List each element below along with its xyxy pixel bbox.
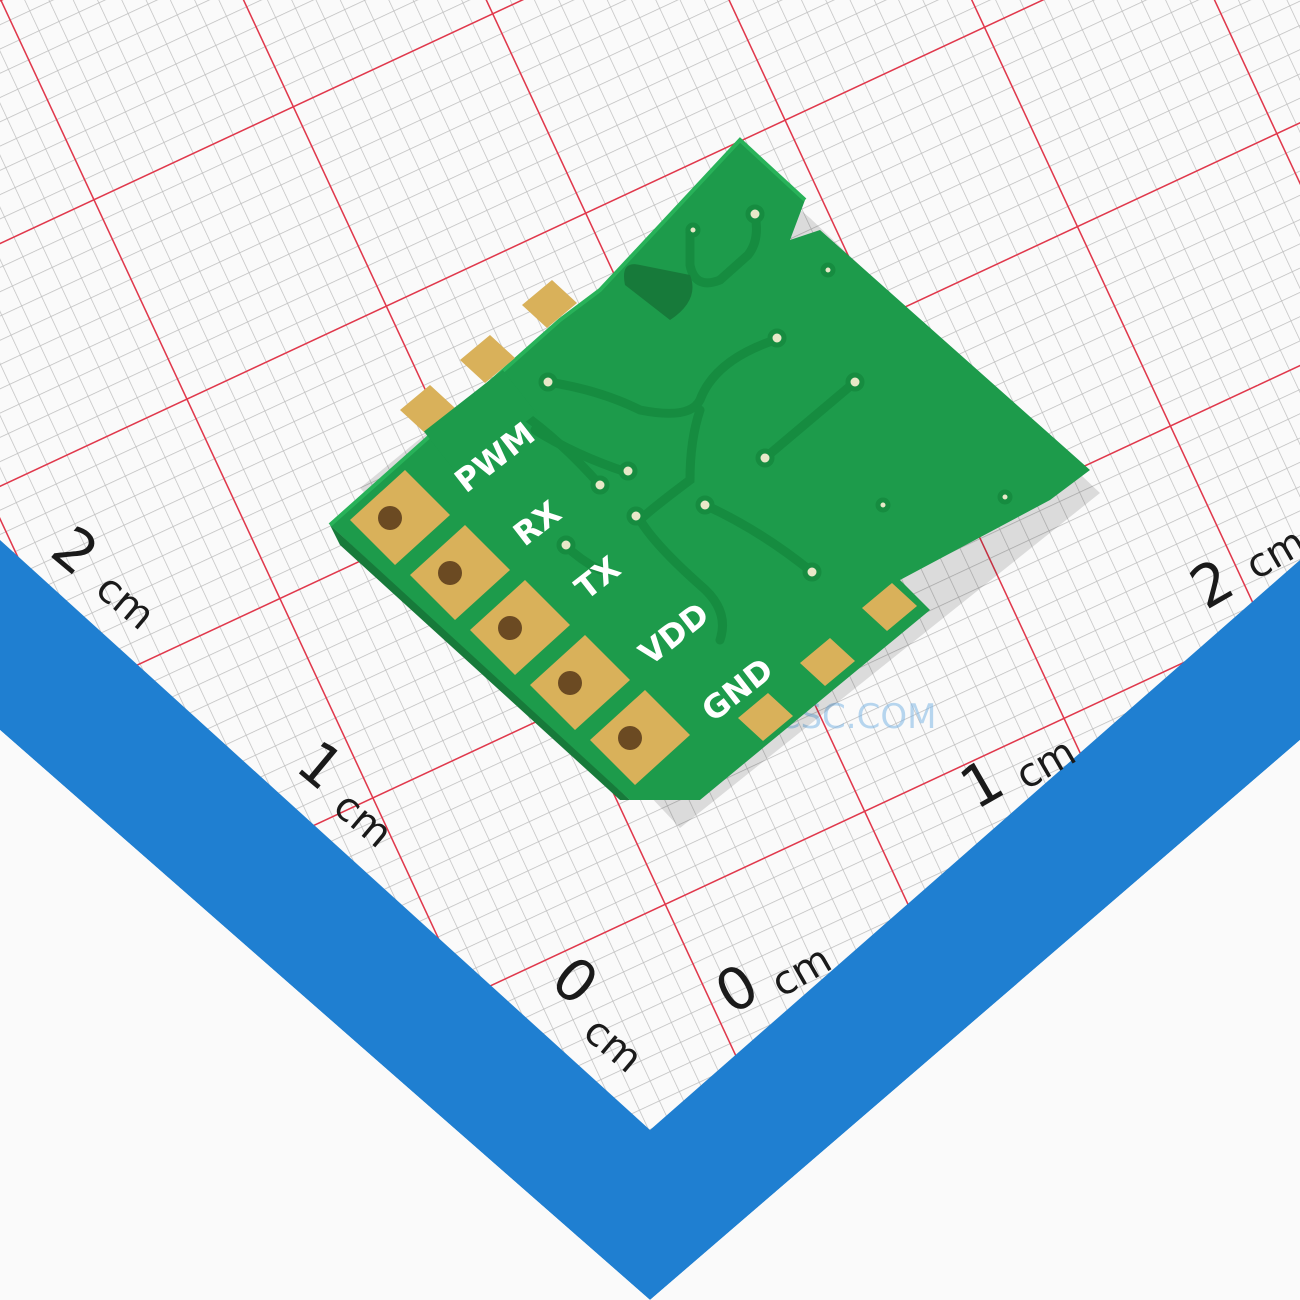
lower-paper <box>0 730 1300 1300</box>
edge-pads <box>400 280 917 741</box>
pad-3 <box>470 580 570 675</box>
pad-1 <box>350 470 450 565</box>
pcb-board: PWM RX TX VDD GND <box>328 137 1090 800</box>
ruler-labels: 2 cm 1 cm 0 cm 0 cm 1 cm 2 cm <box>39 513 1300 1082</box>
tht-pads <box>350 470 690 785</box>
pcb-notch <box>624 264 693 320</box>
pad-2 <box>410 525 510 620</box>
pad-4 <box>530 635 630 730</box>
pad-5 <box>590 690 690 785</box>
pcb-vias <box>538 204 1013 582</box>
pcb-traces <box>515 210 860 645</box>
